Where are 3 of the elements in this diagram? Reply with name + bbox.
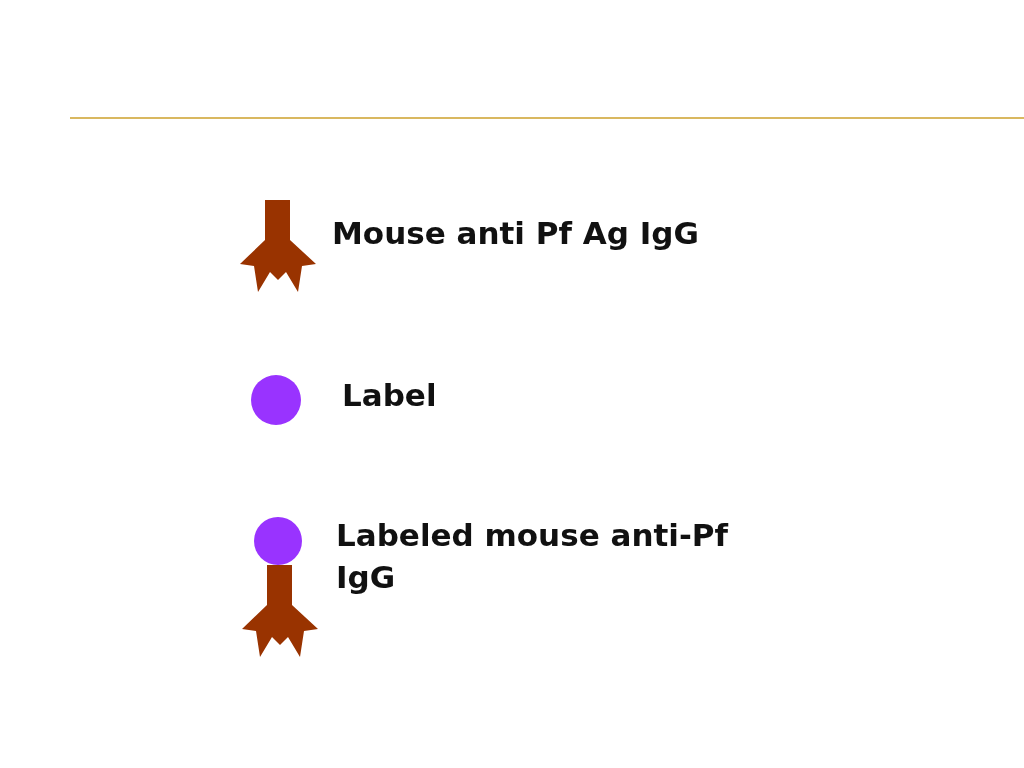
legend-text: Labeled mouse anti-Pf IgG (336, 516, 730, 597)
legend-text: Label (342, 376, 438, 415)
legend-text: Mouse anti Pf Ag IgG (332, 214, 700, 253)
